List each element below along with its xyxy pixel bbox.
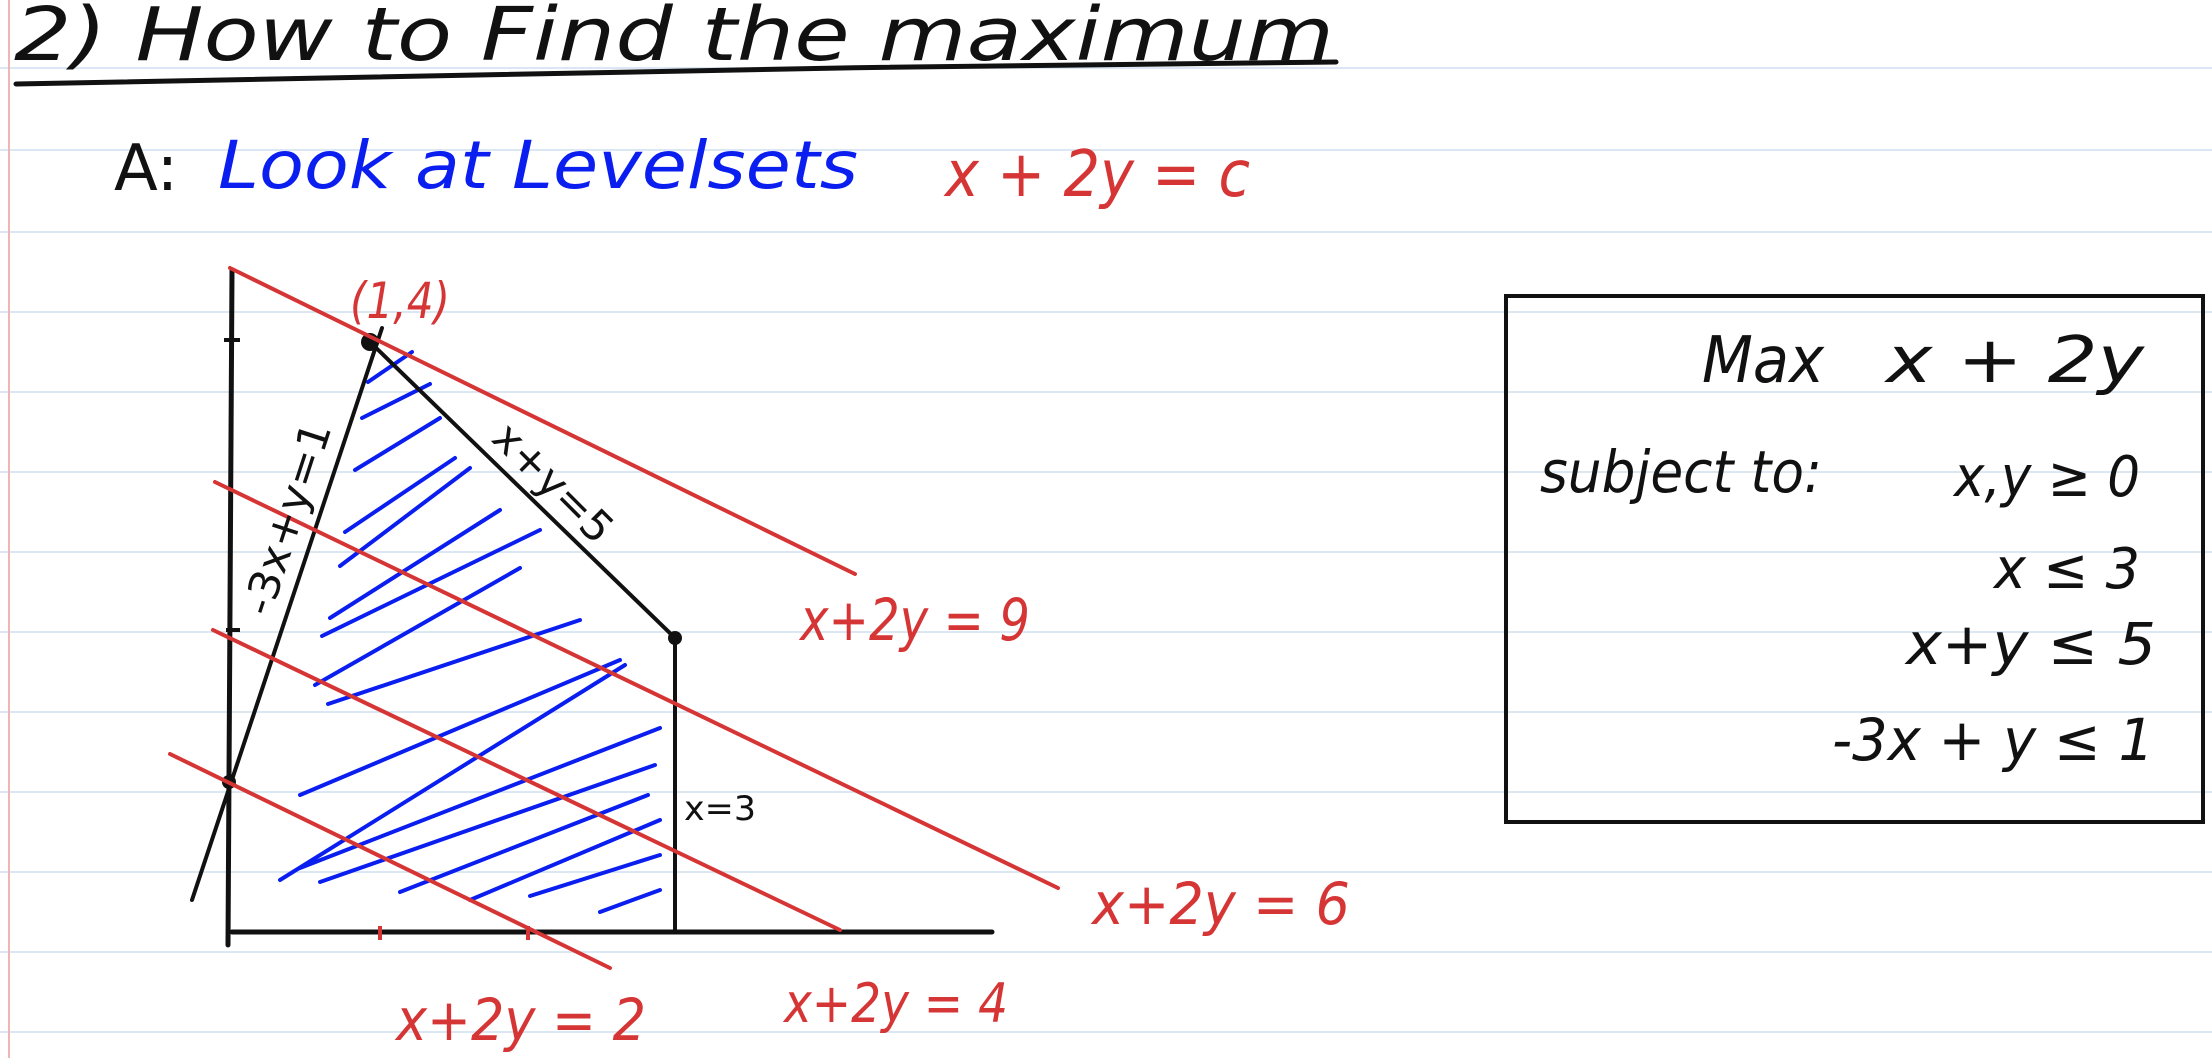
vertex [668,631,682,645]
constraint-label-left: -3x+y=1 [233,416,341,621]
heading-underline [13,59,1339,87]
level-line-9 [228,266,857,576]
subheading-prefix: A: [114,132,178,206]
constraint-x-le-3: x ≤ 3 [1992,537,2140,602]
problem-box: Max x + 2y subject to: x,y ≥ 0 x ≤ 3 x+y… [1504,294,2205,824]
level-label-4: x+2y = 4 [782,972,1008,1035]
problem-box-frame [1504,294,2205,824]
level-label-2: x+2y = 2 [394,986,646,1054]
level-line-4 [211,628,842,932]
point-label: (1,4) [350,272,450,330]
constraint-line-diag [368,340,677,640]
ruled-lines [0,67,2212,1033]
constraint-left-le-1: -3x + y ≤ 1 [1832,706,2154,774]
objective-keyword: Max [1702,324,1825,398]
lp-graph [168,266,1060,970]
level-label-6: x+2y = 6 [1090,870,1350,938]
constraint-label-vert: x=3 [684,789,756,829]
level-label-9: x+2y = 9 [798,586,1030,654]
constraint-line-left [190,326,384,902]
levelset-equation: x + 2y = c [943,138,1250,212]
feasible-region-hatching [278,350,662,914]
constraint-nonneg: x,y ≥ 0 [1952,445,2140,510]
objective-expression: x + 2y [1884,324,2146,398]
constraint-label-diag: x+y=5 [483,412,624,553]
level-line-6 [213,480,1060,890]
level-set-lines [168,266,1060,970]
constraint-sum-le-5: x+y ≤ 5 [1904,610,2156,678]
subheading-text: Look at Levelsets [218,127,858,204]
y-axis [225,267,235,948]
level-line-2 [168,752,612,970]
subject-to-label: subject to: [1540,438,1822,506]
